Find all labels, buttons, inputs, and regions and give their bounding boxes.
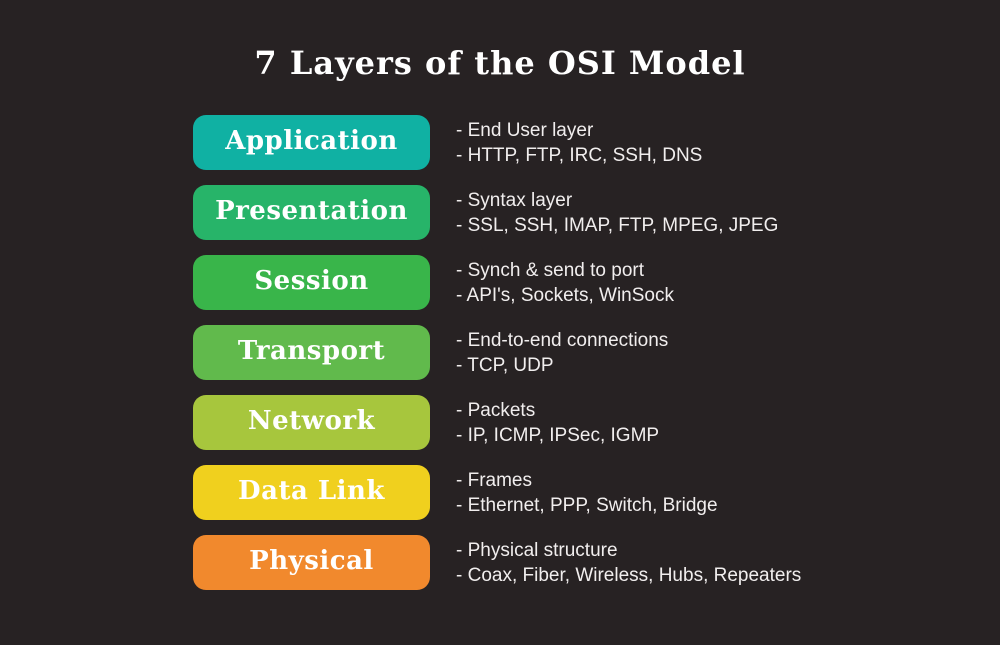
layer-name: Data Link: [238, 476, 385, 506]
layer-name: Application: [225, 126, 398, 156]
description-line: - Coax, Fiber, Wireless, Hubs, Repeaters: [456, 565, 802, 586]
layer-name: Session: [254, 266, 369, 296]
description-line: - Packets: [456, 400, 536, 421]
description-line: - HTTP, FTP, IRC, SSH, DNS: [456, 145, 703, 166]
layer-pill-network: Network: [193, 395, 430, 450]
layer-row-session: Session - Synch & send to port - API's, …: [193, 255, 801, 310]
description-line: - End-to-end connections: [456, 330, 669, 351]
layer-description: - Frames - Ethernet, PPP, Switch, Bridge: [456, 465, 718, 520]
layer-name: Physical: [249, 546, 374, 576]
layer-description: - End-to-end connections - TCP, UDP: [456, 325, 668, 380]
description-line: - SSL, SSH, IMAP, FTP, MPEG, JPEG: [456, 215, 779, 236]
description-line: - Synch & send to port: [456, 260, 644, 281]
layer-description: - End User layer - HTTP, FTP, IRC, SSH, …: [456, 115, 702, 170]
layer-row-application: Application - End User layer - HTTP, FTP…: [193, 115, 801, 170]
description-line: - API's, Sockets, WinSock: [456, 285, 674, 306]
layer-name: Network: [247, 406, 376, 436]
layer-description: - Syntax layer - SSL, SSH, IMAP, FTP, MP…: [456, 185, 778, 240]
layer-row-physical: Physical - Physical structure - Coax, Fi…: [193, 535, 801, 590]
layer-row-presentation: Presentation - Syntax layer - SSL, SSH, …: [193, 185, 801, 240]
layer-name: Presentation: [215, 196, 408, 226]
description-line: - Frames: [456, 470, 532, 491]
description-line: - Physical structure: [456, 540, 618, 561]
layer-pill-transport: Transport: [193, 325, 430, 380]
layer-description: - Synch & send to port - API's, Sockets,…: [456, 255, 674, 310]
description-line: - End User layer: [456, 120, 594, 141]
layer-row-data-link: Data Link - Frames - Ethernet, PPP, Swit…: [193, 465, 801, 520]
description-line: - TCP, UDP: [456, 355, 554, 376]
layer-pill-data-link: Data Link: [193, 465, 430, 520]
layer-description: - Packets - IP, ICMP, IPSec, IGMP: [456, 395, 659, 450]
layer-rows: Application - End User layer - HTTP, FTP…: [193, 115, 801, 590]
layer-row-network: Network - Packets - IP, ICMP, IPSec, IGM…: [193, 395, 801, 450]
layer-pill-presentation: Presentation: [193, 185, 430, 240]
description-line: - Ethernet, PPP, Switch, Bridge: [456, 495, 718, 516]
layer-name: Transport: [237, 336, 386, 366]
layer-pill-physical: Physical: [193, 535, 430, 590]
description-line: - Syntax layer: [456, 190, 573, 211]
description-line: - IP, ICMP, IPSec, IGMP: [456, 425, 660, 446]
layer-pill-application: Application: [193, 115, 430, 170]
layer-description: - Physical structure - Coax, Fiber, Wire…: [456, 535, 801, 590]
page-title: 7 Layers of the OSI Model: [254, 44, 746, 82]
layer-pill-session: Session: [193, 255, 430, 310]
layer-row-transport: Transport - End-to-end connections - TCP…: [193, 325, 801, 380]
